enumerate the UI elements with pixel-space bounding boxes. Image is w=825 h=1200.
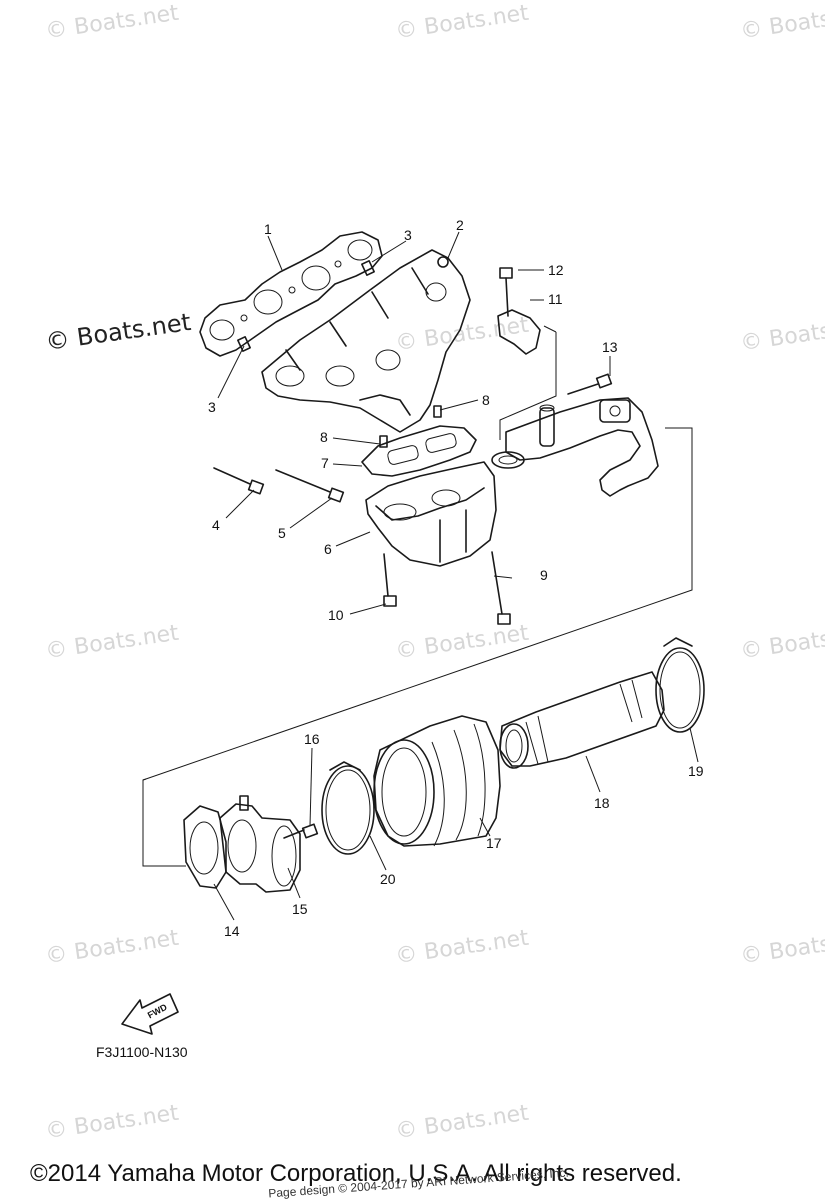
callout-6: 6 [324, 541, 332, 557]
callout-10: 10 [328, 607, 344, 623]
callout-20: 20 [380, 871, 396, 887]
part-15-adapter [219, 795, 301, 893]
callout-1: 1 [264, 221, 272, 237]
fwd-arrow-icon: FWD [121, 993, 179, 1035]
leader-lines [213, 231, 699, 921]
part-6-exhaust-body [365, 461, 497, 567]
part-8-pins [379, 405, 442, 448]
part-11-bracket [497, 309, 541, 355]
part-3-pins [237, 260, 375, 352]
callout-15: 15 [292, 901, 308, 917]
callout-13: 13 [602, 339, 618, 355]
cooling-pipe [491, 397, 659, 497]
callout-19: 19 [688, 763, 704, 779]
callout-8: 8 [482, 392, 490, 408]
callouts: 1 2 3 3 4 5 6 7 8 8 9 10 11 12 13 14 15 … [208, 217, 704, 939]
callout-18: 18 [594, 795, 610, 811]
callout-8: 8 [320, 429, 328, 445]
callout-16: 16 [304, 731, 320, 747]
part-17-hose [373, 715, 501, 847]
part-20-clamp [321, 761, 375, 855]
frame-lines [142, 325, 693, 867]
callout-17: 17 [486, 835, 502, 851]
part-18-pipe [499, 671, 665, 769]
callout-2: 2 [456, 217, 464, 233]
callout-12: 12 [548, 262, 564, 278]
callout-3: 3 [404, 227, 412, 243]
part-2-manifold [261, 249, 471, 433]
bolts [213, 267, 613, 839]
part-1-gasket [199, 231, 383, 357]
callout-3: 3 [208, 399, 216, 415]
callout-5: 5 [278, 525, 286, 541]
diagram-code: F3J1100-N130 [96, 1044, 188, 1060]
part-7-gasket [361, 425, 477, 477]
callout-14: 14 [224, 923, 240, 939]
part-19-clamp [655, 637, 705, 733]
callout-4: 4 [212, 517, 220, 533]
copyright: ©2014 Yamaha Motor Corporation, U.S.A. A… [30, 1160, 682, 1187]
callout-7: 7 [321, 455, 329, 471]
callout-9: 9 [540, 567, 548, 583]
callout-11: 11 [548, 291, 563, 307]
